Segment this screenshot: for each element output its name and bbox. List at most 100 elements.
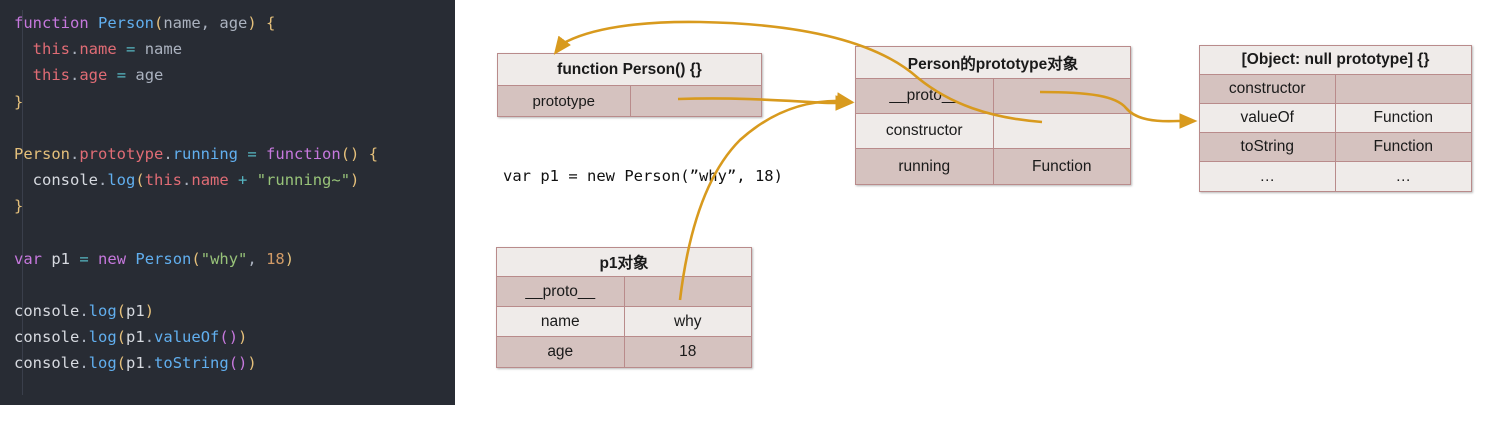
code-token: Person [14,144,70,163]
code-token: { [266,14,276,32]
table-row: … … [1200,162,1471,191]
row-key: toString [1200,133,1336,161]
code-token: age [219,14,248,32]
code-line: function Person(name, age) { [14,10,455,36]
code-token: ( [228,354,239,373]
code-token: console [32,171,98,190]
box-p1-object: p1对象 __proto__ name why age 18 [496,247,752,368]
code-token: } [14,197,24,216]
table-row: __proto__ [856,79,1130,114]
code-line: Person.prototype.running = function() { [14,141,455,167]
row-value: Function [1335,133,1471,161]
row-value [1335,75,1471,103]
code-line: console.log(p1.valueOf()) [14,324,455,350]
code-panel: function Person(name, age) { this.name =… [0,0,455,405]
box-object-null-prototype: [Object: null prototype] {} constructor … [1199,45,1472,192]
row-key: … [1200,162,1336,191]
code-token: . [79,328,89,347]
code-token: ( [116,328,127,347]
row-key: age [497,337,625,367]
code-line: this.age = age [14,62,455,88]
table-row: name why [497,307,751,337]
code-token: new [98,249,127,268]
row-key: valueOf [1200,104,1336,132]
row-key: constructor [1200,75,1336,103]
code-token: p1 [126,354,145,373]
row-key: constructor [856,114,994,148]
table-row: __proto__ [497,277,751,307]
code-token: this [144,171,183,190]
code-token: . [163,144,173,163]
code-token: console [14,354,80,373]
row-value: Function [1335,104,1471,132]
code-token: = [79,249,89,268]
code-line: } [14,193,455,219]
row-value [993,114,1130,148]
code-line: console.log(p1.toString()) [14,350,455,376]
table-row: constructor [1200,75,1471,104]
table-row: running Function [856,149,1130,184]
code-token: } [14,92,24,111]
code-token: ) [228,328,239,347]
code-line: } [14,89,455,115]
code-token: Person [135,249,192,268]
table-row: valueOf Function [1200,104,1471,133]
code-token: this [32,66,70,85]
code-token: p1 [126,328,145,347]
box-person-prototype-title: Person的prototype对象 [856,47,1130,79]
code-token: 18 [266,249,285,268]
code-token: . [98,171,108,190]
code-token: toString [154,354,229,373]
row-key: prototype [498,86,631,116]
code-token: log [88,354,117,373]
box-p1-object-title: p1对象 [497,248,751,277]
code-token: name [144,40,183,59]
code-token: function [266,144,341,163]
row-key: running [856,149,994,184]
code-token: , [247,249,257,268]
code-token: = [126,40,136,59]
code-token: + [238,171,248,190]
row-value [993,79,1130,113]
row-value [630,86,761,116]
code-token: name, [163,14,211,32]
code-line: var p1 = new Person("why", 18) [14,246,455,272]
code-token: ( [116,354,127,373]
code-token: ) [247,14,257,32]
row-value: Function [993,149,1130,184]
code-token: . [182,171,192,190]
box-person-prototype: Person的prototype对象 __proto__ constructor… [855,46,1131,185]
table-row: prototype [498,86,761,116]
code-token: name [79,40,117,59]
row-value: 18 [624,337,751,367]
table-row: constructor [856,114,1130,149]
code-token: ( [219,328,229,347]
row-value: … [1335,162,1471,191]
code-token: log [88,302,117,321]
code-token: ) [284,249,295,268]
code-token: console [14,328,80,347]
box-person-function: function Person() {} prototype [497,53,762,117]
code-token: . [144,328,155,347]
code-token: "running~" [256,171,351,190]
code-token: = [116,66,127,85]
code-token: ) [247,354,257,373]
code-token: this [32,40,70,59]
caption-var-p1: var p1 = new Person(”why”, 18) [503,167,783,185]
code-token: log [107,171,136,190]
code-token: ) [144,302,155,321]
code-token: ( [191,249,201,268]
row-key: __proto__ [497,277,625,306]
row-key: __proto__ [856,79,994,113]
code-token: ) [238,328,248,347]
code-token: running [172,144,239,163]
code-token: Person [98,14,154,32]
row-key: name [497,307,625,336]
code-token: log [88,328,117,347]
code-token: valueOf [154,328,220,347]
code-token: ( [135,171,145,190]
code-token: . [79,302,89,321]
code-indent-guide [22,10,23,395]
code-token: . [70,144,80,163]
